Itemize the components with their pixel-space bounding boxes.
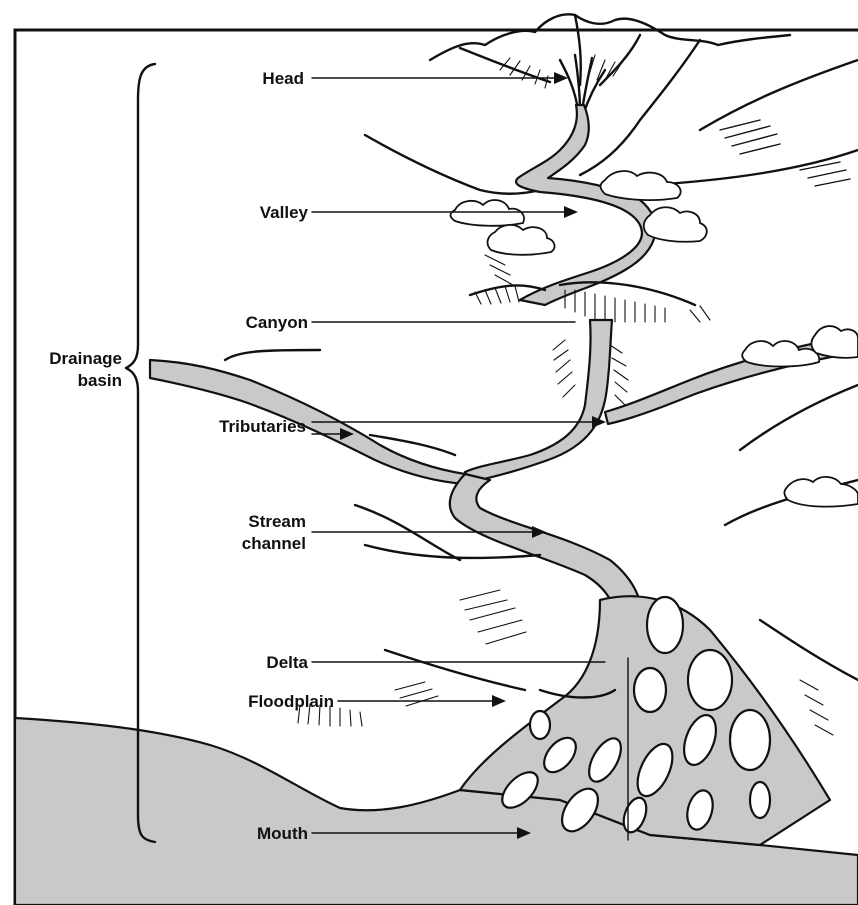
- label-canyon: Canyon: [246, 313, 308, 332]
- label-drainage: Drainage: [49, 349, 122, 368]
- canyon-river: [465, 320, 612, 482]
- label-stream: Stream: [248, 512, 306, 531]
- mountains: [365, 14, 858, 193]
- label-channel: channel: [242, 534, 306, 553]
- label-delta: Delta: [266, 653, 308, 672]
- label-floodplain: Floodplain: [248, 692, 334, 711]
- upper-river: [516, 105, 656, 305]
- terrain-lines: [225, 255, 858, 735]
- canyon-walls: [470, 282, 695, 405]
- label-head: Head: [262, 69, 304, 88]
- label-valley: Valley: [260, 203, 309, 222]
- label-tributaries: Tributaries: [219, 417, 306, 436]
- shrubs: [451, 171, 858, 507]
- label-mouth: Mouth: [257, 824, 308, 843]
- drainage-basin-brace: [126, 64, 155, 842]
- label-basin: basin: [78, 371, 122, 390]
